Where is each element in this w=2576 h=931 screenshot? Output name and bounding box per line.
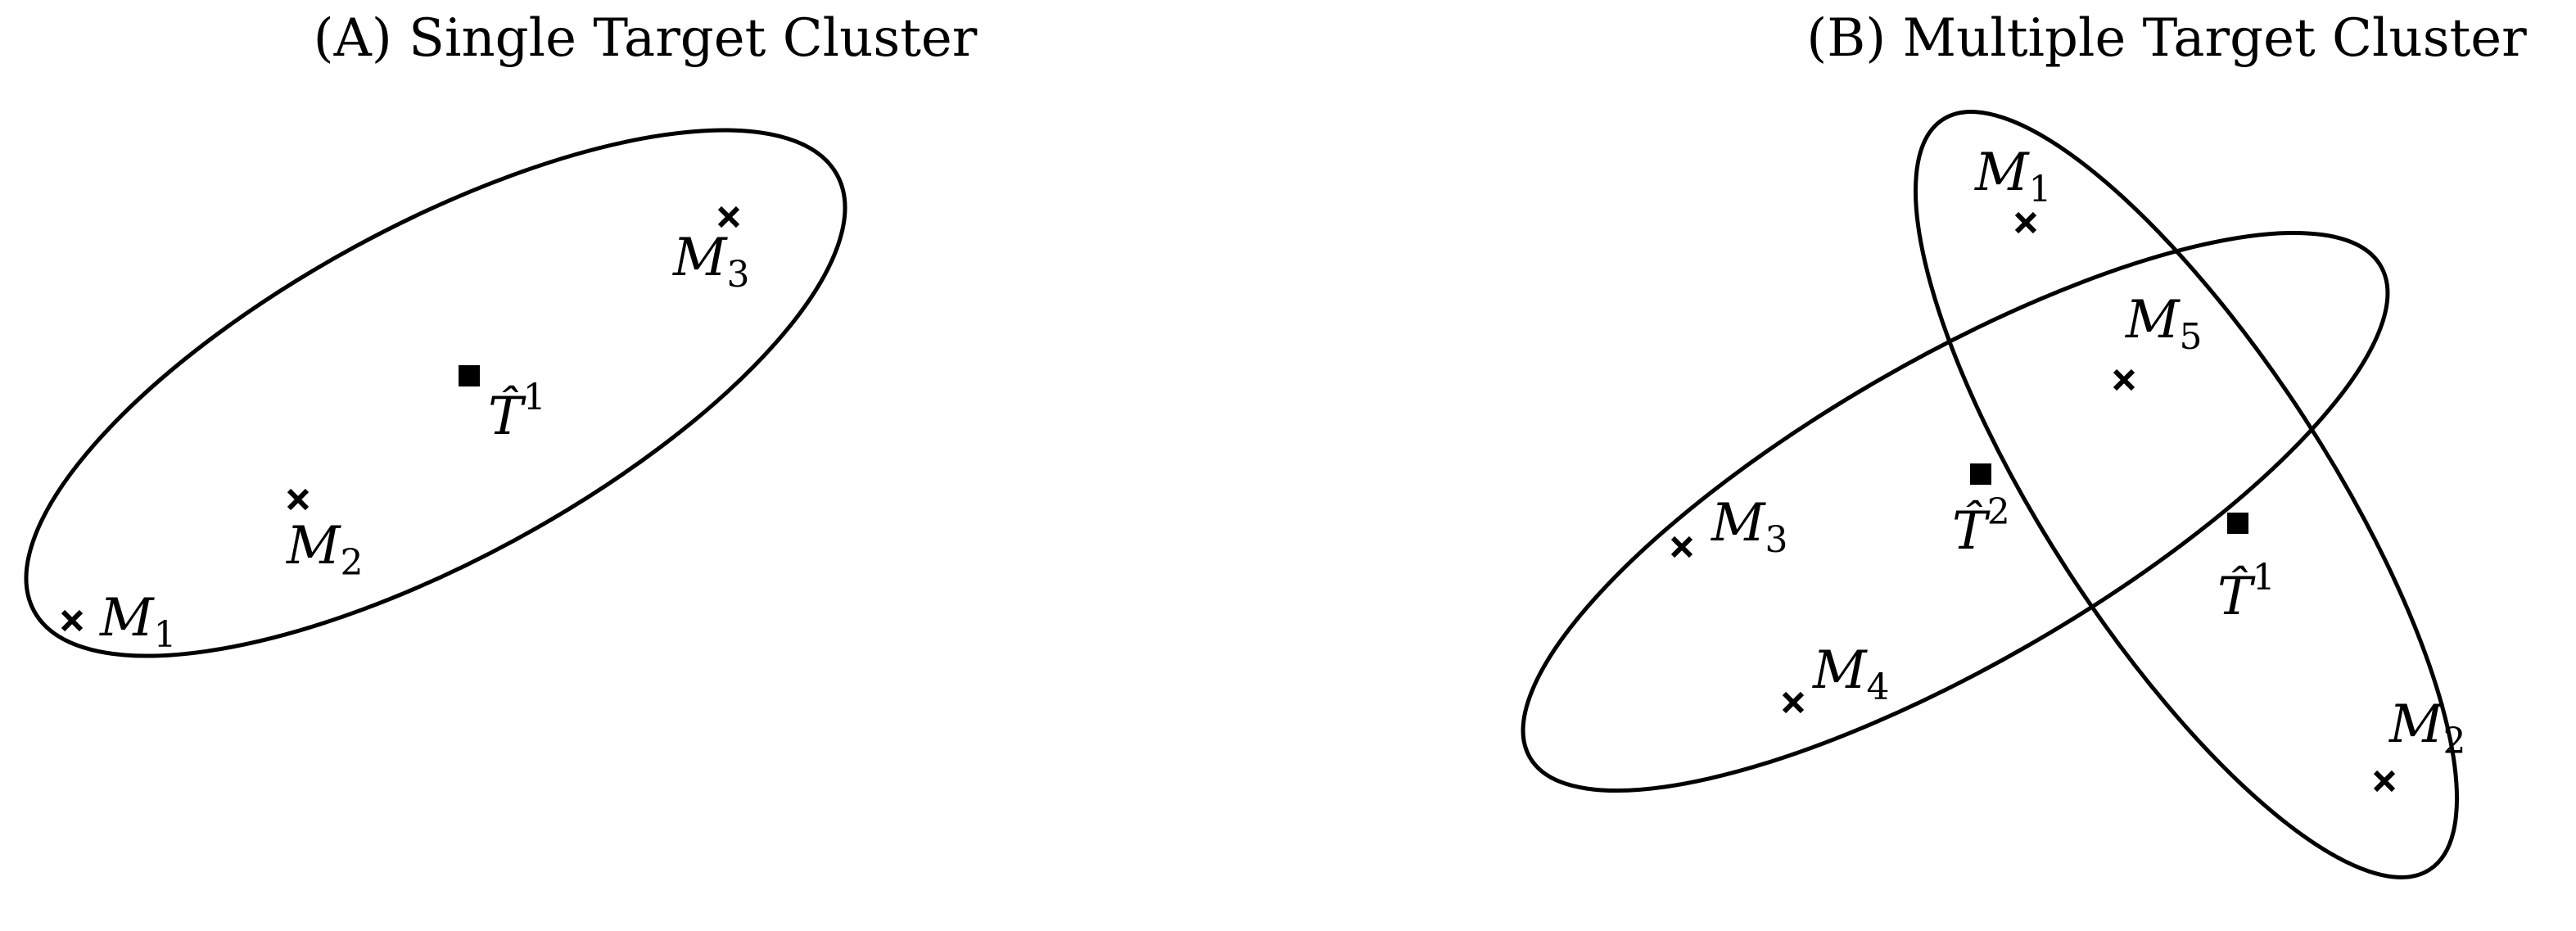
- panel-a: (A) Single Target Cluster M1 M2 M3: [24, 8, 978, 658]
- panel-b-member-m4-marker: [1782, 691, 1805, 714]
- panel-b-member-m3-label: M3: [1711, 493, 1788, 561]
- panel-a-member-m1-label: M1: [99, 588, 177, 656]
- panel-b-member-m5-label: M5: [2125, 290, 2203, 358]
- panel-b-member-m2-marker: [2373, 770, 2396, 793]
- panel-a-member-m1-marker: [61, 609, 84, 632]
- panel-b-target-t1-label: T̂1: [2217, 557, 2275, 627]
- panel-a-target-t1-marker: [459, 365, 480, 386]
- panel-b-member-m4-label: M4: [1812, 640, 1890, 708]
- panel-a-target-t1-label: T̂1: [488, 377, 546, 447]
- panel-b-member-m5-marker: [2113, 368, 2135, 391]
- panel-b: (B) Multiple Target Cluster M1 M2 M3: [1521, 8, 2527, 879]
- panel-a-member-m2-label: M2: [286, 516, 364, 584]
- panel-b-target-t2-marker: [1970, 463, 1991, 485]
- panel-b-member-m1-label: M1: [1974, 142, 2052, 210]
- panel-a-member-m3-label: M3: [672, 228, 750, 296]
- panel-b-member-m2-label: M2: [2388, 694, 2466, 762]
- panel-b-target-t2-label: T̂2: [1952, 491, 2010, 562]
- panel-b-target-t1-marker: [2227, 513, 2248, 534]
- panel-a-title: (A) Single Target Cluster: [314, 8, 978, 69]
- panel-b-member-m3-marker: [1670, 536, 1693, 558]
- panel-b-member-m1-marker: [2014, 211, 2037, 234]
- panel-a-cluster-ellipse: [24, 128, 847, 658]
- panel-a-member-m3-marker: [717, 206, 740, 228]
- panel-b-cluster-ellipse-2: [1913, 110, 2460, 879]
- panel-b-title: (B) Multiple Target Cluster: [1806, 8, 2527, 69]
- panel-b-cluster-ellipse-1: [1521, 230, 2390, 793]
- panel-a-member-m2-marker: [287, 488, 310, 511]
